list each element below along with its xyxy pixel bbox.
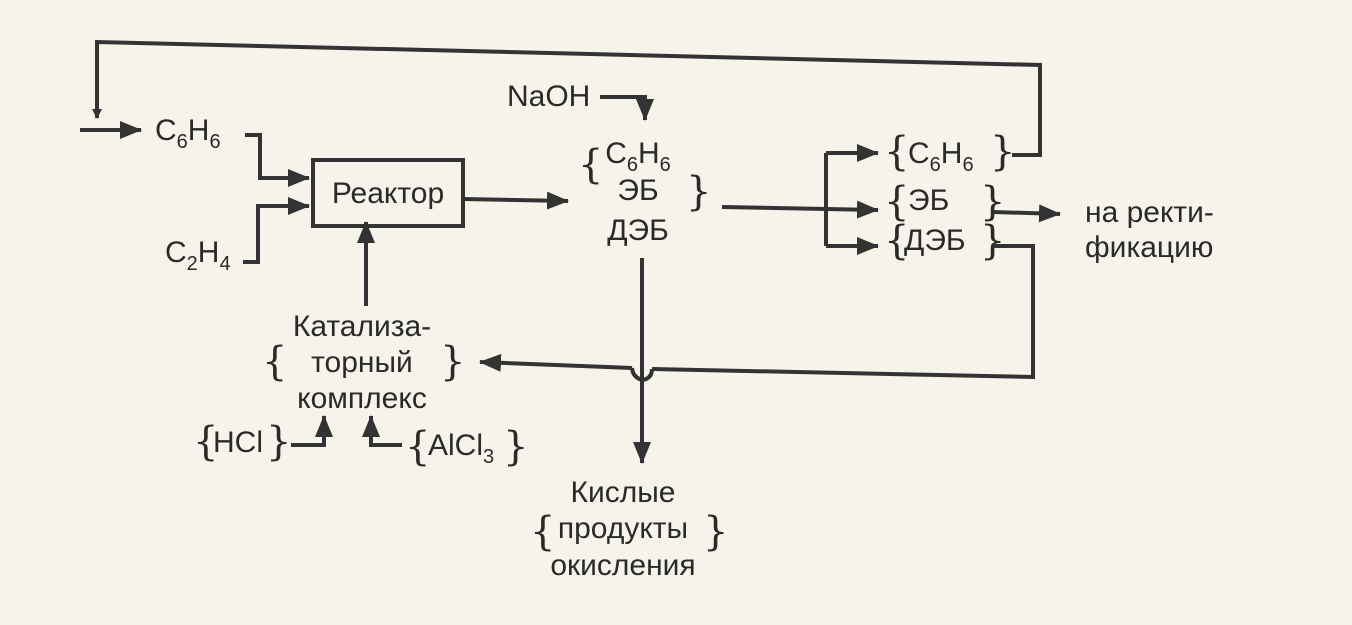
hcl-to-catalyst-line xyxy=(291,415,333,447)
separated-benzene: C6H6 xyxy=(908,137,974,176)
acids-line1: Кислые xyxy=(571,476,676,509)
mixture-to-separation-line xyxy=(721,200,879,219)
ethylene-feed-label: C2H4 xyxy=(165,236,231,275)
mixture-eb: ЭБ xyxy=(617,174,658,207)
eb-brace-right: } xyxy=(980,179,1005,225)
catalyst-line2: торный xyxy=(311,346,413,379)
acids-line3: окисления xyxy=(550,549,695,582)
alcl3-brace-left: { xyxy=(405,424,430,470)
reactor-label: Реактор xyxy=(332,177,444,210)
benzene-to-reactor-line xyxy=(245,133,310,187)
eb-brace-left: { xyxy=(884,179,909,225)
benzene-feed-label: C6H6 xyxy=(155,114,221,153)
alcl3-brace-right: } xyxy=(503,424,528,470)
catalyst-line3: комплекс xyxy=(297,382,427,415)
deb-recycle-line xyxy=(651,244,1035,380)
reactor-box xyxy=(311,158,465,228)
benzene-brace-left: { xyxy=(884,129,909,175)
output-line2: фикацию xyxy=(1085,231,1213,264)
hcl-brace-right: } xyxy=(266,419,291,465)
benzene-recycle-line xyxy=(92,39,1042,157)
acids-line2: продукты xyxy=(558,512,688,545)
deb-brace-left: { xyxy=(884,218,909,264)
benzene-brace-right: } xyxy=(990,129,1015,175)
mixture-benzene: C6H6 xyxy=(605,137,671,176)
acids-brace-left: { xyxy=(530,509,555,555)
hcl-brace-left: { xyxy=(193,419,218,465)
output-line1: на ректи- xyxy=(1085,196,1214,229)
mixture-brace-left-top: { xyxy=(578,142,603,188)
alcl3-to-catalyst-line xyxy=(362,415,402,447)
to-rectification-arrow xyxy=(992,204,1061,223)
catalyst-line1: Катализа- xyxy=(293,310,431,343)
mixture-deb: ДЭБ xyxy=(607,214,669,247)
separated-deb: ДЭБ xyxy=(904,224,966,257)
acids-brace-right: } xyxy=(703,509,728,555)
mixture-brace-right: } xyxy=(686,169,711,215)
deb-to-catalyst-arrow xyxy=(479,353,633,372)
separated-eb: ЭБ xyxy=(908,184,949,217)
alcl3-label: AlCl3 xyxy=(428,429,494,468)
catalyst-brace-right: } xyxy=(440,339,465,385)
naoh-feed-line xyxy=(600,95,654,121)
hcl-label: HCl xyxy=(213,426,263,459)
ethylene-to-reactor-line xyxy=(243,197,310,264)
deb-brace-right: } xyxy=(980,218,1005,264)
reactor-to-mixture-line xyxy=(462,191,569,210)
catalyst-brace-left: { xyxy=(262,339,287,385)
naoh-label: NaOH xyxy=(507,80,590,113)
